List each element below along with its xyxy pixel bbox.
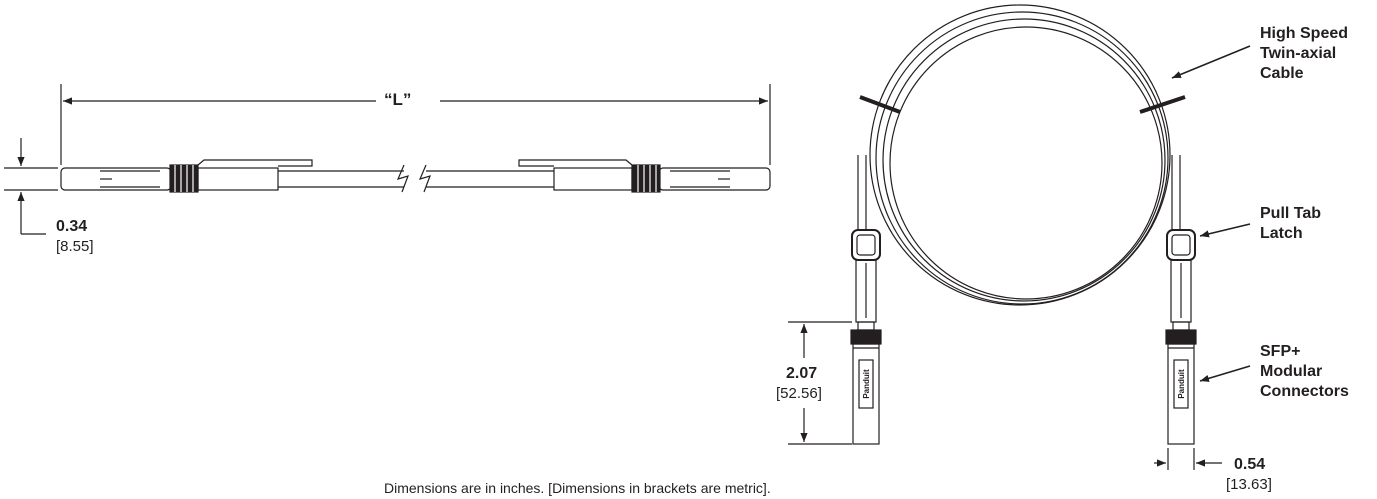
- cable-tie-right: [1139, 95, 1186, 114]
- side-view: [4, 84, 771, 235]
- cable-tie-left: [859, 95, 901, 114]
- height-dimension-metric: [8.55]: [56, 238, 94, 255]
- cable-callout: High Speed Twin-axial Cable: [1260, 24, 1348, 84]
- connector-length-inches: 2.07: [786, 365, 818, 382]
- cable-callout-line: Cable: [1260, 65, 1304, 82]
- cable-coil-inner: [889, 26, 1163, 300]
- left-strain-relief: [197, 167, 279, 191]
- cable-callout-arrow: [1171, 45, 1251, 79]
- length-label: “L”: [384, 90, 412, 109]
- right-sfp-module: [1167, 343, 1195, 445]
- right-connector-ring: [631, 164, 661, 193]
- connector-length-metric: [52.56]: [776, 385, 822, 402]
- left-sfp-label: [858, 359, 874, 409]
- right-strain-relief: [553, 167, 633, 191]
- cable-coil-outer: [869, 4, 1171, 306]
- right-sfp-ring: [1165, 329, 1197, 345]
- units-footnote: Dimensions are in inches. [Dimensions in…: [384, 480, 771, 496]
- coil-view: [788, 4, 1251, 470]
- left-pull-tab: [197, 159, 313, 167]
- right-sfp-label: [1173, 359, 1189, 409]
- cable-coil-loop: [875, 11, 1169, 305]
- connector-callout-line: Connectors: [1260, 383, 1349, 400]
- right-connector-body: [658, 167, 771, 191]
- connector-width-metric: [13.63]: [1226, 476, 1272, 493]
- cable-callout-line: High Speed: [1260, 25, 1349, 42]
- right-sfp-logo: Panduit: [1177, 369, 1186, 399]
- latch-callout-line: Latch: [1260, 225, 1303, 242]
- left-sfp-module: [852, 343, 880, 445]
- latch-callout: Pull Tab Latch: [1260, 204, 1321, 244]
- height-dimension-inches: 0.34: [56, 218, 88, 235]
- left-connector-neck: [857, 321, 875, 331]
- left-sfp-ring: [850, 329, 882, 345]
- cable-callout-line: Twin-axial: [1260, 45, 1337, 62]
- left-sfp-logo: Panduit: [862, 369, 871, 399]
- connector-callout-line: SFP+: [1260, 343, 1301, 360]
- connector-width-inches: 0.54: [1234, 456, 1266, 473]
- cable-break-left: [396, 164, 409, 193]
- cable-break-right: [418, 164, 431, 193]
- connector-callout: SFP+ Modular Connectors: [1260, 342, 1349, 402]
- left-connector-ring: [169, 164, 199, 193]
- connector-callout-line: Modular: [1260, 363, 1323, 380]
- connector-callout-arrow: [1199, 365, 1251, 382]
- latch-callout-arrow: [1199, 223, 1251, 238]
- latch-callout-line: Pull Tab: [1260, 205, 1322, 222]
- cable-coil-loop: [882, 18, 1166, 302]
- right-connector-neck: [1172, 321, 1190, 331]
- right-pull-tab: [518, 159, 633, 167]
